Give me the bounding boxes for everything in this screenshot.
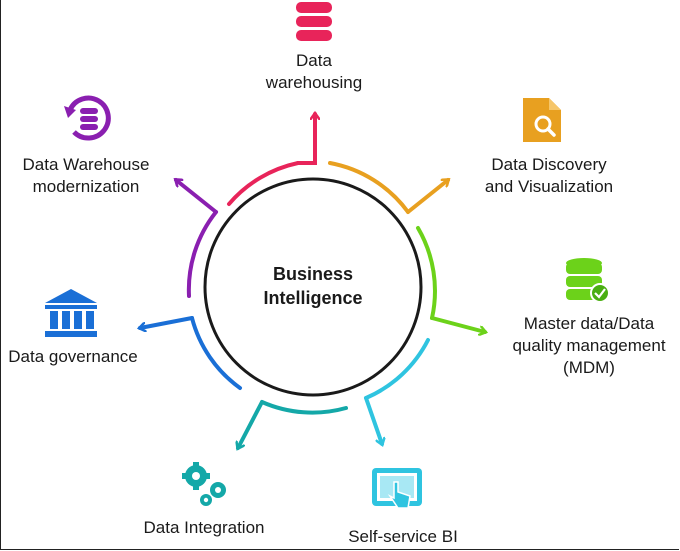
arrow-data-discovery — [406, 178, 448, 214]
label-data-governance: Data governance — [0, 346, 146, 368]
document-search-icon — [523, 98, 561, 142]
arrow-dw-modernization — [176, 178, 218, 214]
center-circle — [203, 177, 423, 397]
database-icon — [296, 2, 332, 41]
label-self-service: Self-service BI — [338, 526, 468, 548]
database-check-icon — [566, 258, 610, 303]
label-data-discovery: Data Discovery and Visualization — [468, 154, 630, 198]
arc-data-governance — [190, 316, 242, 390]
bank-icon — [45, 289, 97, 337]
center-title-line1: Business — [272, 264, 354, 284]
label-data-integration-line1: Data Integration — [143, 518, 265, 537]
arc-data-warehousing — [227, 161, 300, 206]
database-refresh-icon — [64, 95, 111, 141]
arc-mdm — [416, 226, 437, 320]
label-data-warehousing-line2: warehousing — [265, 73, 363, 92]
gears-icon — [182, 462, 226, 506]
label-dw-modernization-line1: Data Warehouse — [22, 155, 150, 174]
label-self-service-line1: Self-service BI — [348, 527, 458, 546]
label-mdm-line2: quality management — [512, 336, 666, 355]
arc-dw-modernization — [186, 210, 218, 298]
arc-data-integration — [260, 400, 348, 415]
touch-screen-icon — [372, 468, 422, 509]
arrow-mdm — [430, 316, 485, 332]
arc-self-service — [364, 338, 430, 400]
label-mdm: Master data/Data quality management (MDM… — [502, 313, 676, 379]
center-title: Business Intelligence — [213, 262, 413, 310]
label-data-discovery-line1: Data Discovery — [491, 155, 607, 174]
label-mdm-line3: (MDM) — [563, 358, 615, 377]
arrow-data-governance — [140, 316, 194, 328]
arrow-self-service — [364, 396, 382, 444]
label-data-governance-line1: Data governance — [8, 347, 138, 366]
label-data-discovery-line2: and Visualization — [484, 177, 614, 196]
arrow-data-integration — [238, 400, 264, 448]
label-data-integration: Data Integration — [128, 517, 280, 539]
label-mdm-line1: Master data/Data — [523, 314, 655, 333]
label-data-warehousing: Data warehousing — [244, 50, 384, 94]
arrow-data-warehousing — [296, 114, 315, 165]
label-dw-modernization-line2: modernization — [32, 177, 140, 196]
label-data-warehousing-line1: Data — [296, 51, 332, 70]
center-title-line2: Intelligence — [263, 288, 363, 308]
arc-data-discovery — [328, 161, 410, 214]
label-dw-modernization: Data Warehouse modernization — [10, 154, 162, 198]
